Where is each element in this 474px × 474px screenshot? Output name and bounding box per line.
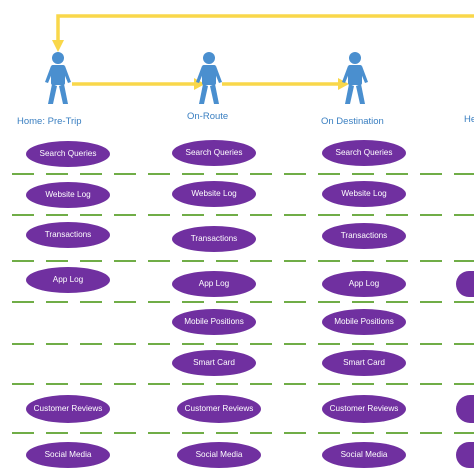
- data-source-search-queries: Search Queries: [322, 140, 406, 166]
- data-source-mobile-positions: Mobile Positions: [172, 309, 256, 335]
- data-source-transactions: Transactions: [322, 223, 406, 249]
- data-source-customer-reviews: Customer Reviews: [26, 395, 110, 423]
- data-source-customer-reviews: Customer Reviews: [322, 395, 406, 423]
- stage-label-on-route: On-Route: [187, 111, 229, 122]
- stage-label-on-destination: On Destination: [321, 116, 384, 127]
- data-source-transactions: Transactions: [172, 226, 256, 252]
- data-source-app-log: App Log: [26, 267, 110, 293]
- data-source-smart-card: Smart Card: [172, 350, 256, 376]
- data-source-smart-card: Smart Card: [322, 350, 406, 376]
- person-icon-home: [45, 52, 71, 104]
- flow-arrows: [56, 14, 474, 86]
- data-source-website-log: Website Log: [322, 181, 406, 207]
- return-arrow-line: [56, 14, 474, 42]
- data-source-transactions: Transactions: [26, 222, 110, 248]
- data-source-app-log: App Log: [322, 271, 406, 297]
- data-source-mobile-positions: Mobile Positions: [322, 309, 406, 335]
- person-icon-on-route: [196, 52, 222, 104]
- data-source-app-log: App Log: [172, 271, 256, 297]
- data-source-customer-reviews: Customer Reviews: [177, 395, 261, 423]
- stage-label-home: Home: Pre-Trip: [17, 116, 82, 127]
- person-icon-on-destination: [342, 52, 368, 104]
- stage-label-next: He: [464, 114, 474, 125]
- data-source-social-media: Social Media: [26, 442, 110, 468]
- row-separators: [12, 173, 474, 434]
- forward-arrow-head-2: [338, 78, 349, 90]
- data-source-search-queries: Search Queries: [172, 140, 256, 166]
- data-source-social-media: Social Media: [177, 442, 261, 468]
- data-source-partial: [456, 395, 474, 423]
- data-source-website-log: Website Log: [26, 182, 110, 208]
- return-arrow-head: [52, 40, 64, 52]
- data-source-website-log: Website Log: [172, 181, 256, 207]
- data-source-partial: [456, 442, 474, 468]
- data-source-partial: [456, 271, 474, 297]
- data-source-social-media: Social Media: [322, 442, 406, 468]
- data-source-search-queries: Search Queries: [26, 141, 110, 167]
